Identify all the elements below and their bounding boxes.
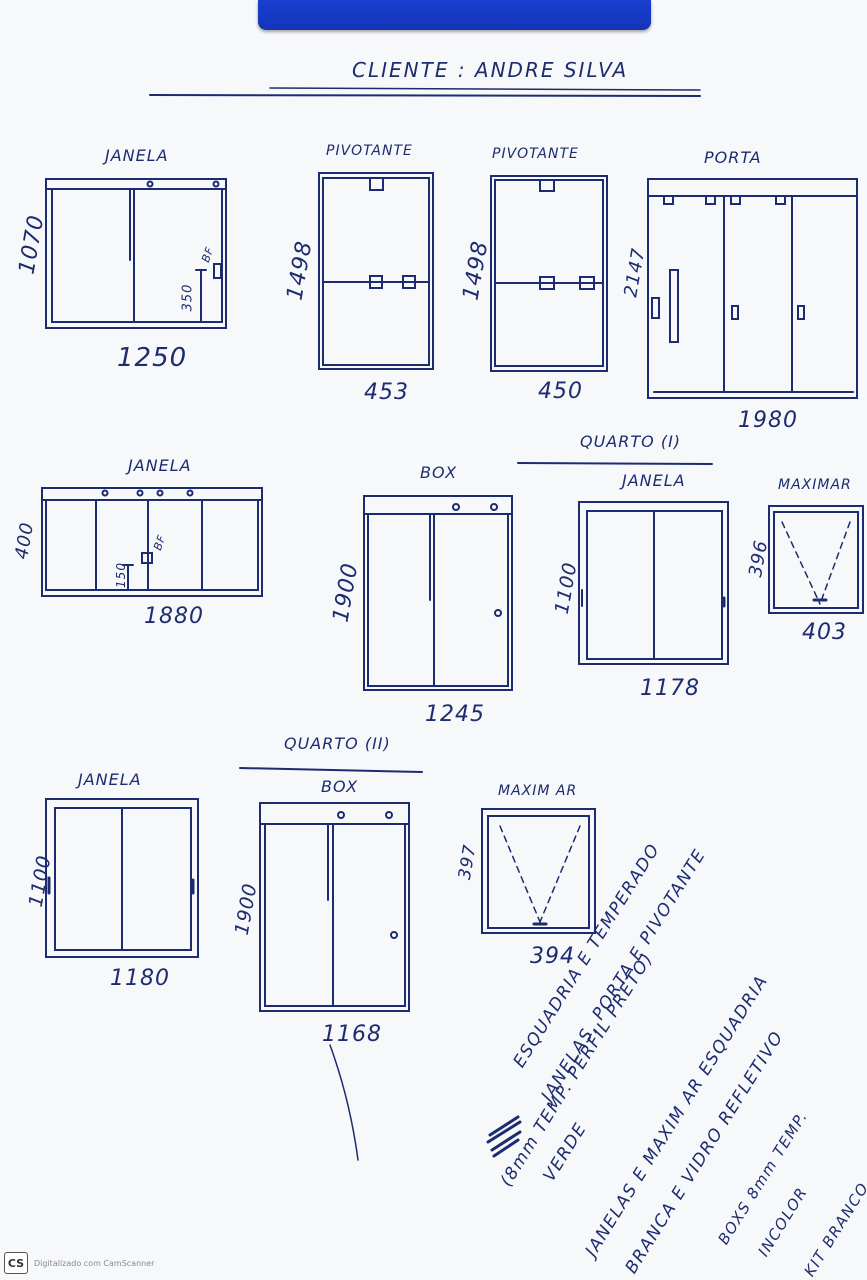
width-porta: 1980 bbox=[738, 408, 798, 433]
width-janela-3: 1178 bbox=[640, 676, 700, 701]
width-box-1: 1245 bbox=[425, 702, 485, 727]
subheight-janela-2: 150 bbox=[113, 562, 128, 588]
width-pivotante-2: 450 bbox=[538, 379, 583, 404]
title-janela-3: JANELA bbox=[622, 471, 686, 490]
title-porta: PORTA bbox=[704, 148, 762, 167]
drawing-box-2 bbox=[259, 802, 410, 1012]
client-header: CLIENTE : ANDRE SILVA bbox=[352, 58, 629, 82]
drawing-pivotante-1 bbox=[318, 172, 434, 370]
drawing-maximar-2 bbox=[481, 808, 596, 934]
width-janela-1: 1250 bbox=[117, 343, 188, 373]
width-box-2: 1168 bbox=[322, 1022, 382, 1047]
title-janela-2: JANELA bbox=[128, 456, 192, 475]
width-janela-2: 1880 bbox=[144, 604, 204, 629]
section-quarto-2: QUARTO (II) bbox=[284, 734, 391, 753]
title-maximar-2: MAXIM AR bbox=[498, 783, 578, 799]
title-janela-1: JANELA bbox=[105, 146, 169, 165]
width-pivotante-1: 453 bbox=[364, 380, 409, 405]
camscanner-logo: CS bbox=[4, 1252, 28, 1274]
drawing-porta bbox=[647, 178, 858, 399]
section-quarto-1: QUARTO (I) bbox=[580, 432, 682, 451]
title-box-2: BOX bbox=[321, 777, 359, 796]
watermark-text: Digitalizado com CamScanner bbox=[34, 1258, 155, 1268]
drawing-janela-3 bbox=[578, 501, 729, 665]
title-janela-4: JANELA bbox=[78, 770, 142, 789]
title-pivotante-2: PIVOTANTE bbox=[492, 146, 579, 162]
drawing-janela-1 bbox=[45, 178, 227, 329]
title-maximar-1: MAXIMAR bbox=[778, 477, 852, 493]
title-pivotante-1: PIVOTANTE bbox=[326, 143, 413, 159]
drawing-maximar-1 bbox=[768, 505, 864, 614]
width-maximar-1: 403 bbox=[802, 620, 847, 645]
drawing-janela-2 bbox=[41, 487, 263, 597]
drawing-box-1 bbox=[363, 495, 513, 691]
width-maximar-2: 394 bbox=[530, 944, 575, 969]
clipboard-clip bbox=[258, 0, 651, 30]
width-janela-4: 1180 bbox=[110, 966, 170, 991]
title-box-1: BOX bbox=[420, 463, 458, 482]
scanner-watermark: CS Digitalizado com CamScanner bbox=[4, 1252, 154, 1274]
drawing-janela-4 bbox=[45, 798, 199, 958]
drawing-pivotante-2 bbox=[490, 175, 608, 372]
subheight-janela-1: 350 bbox=[180, 283, 196, 312]
